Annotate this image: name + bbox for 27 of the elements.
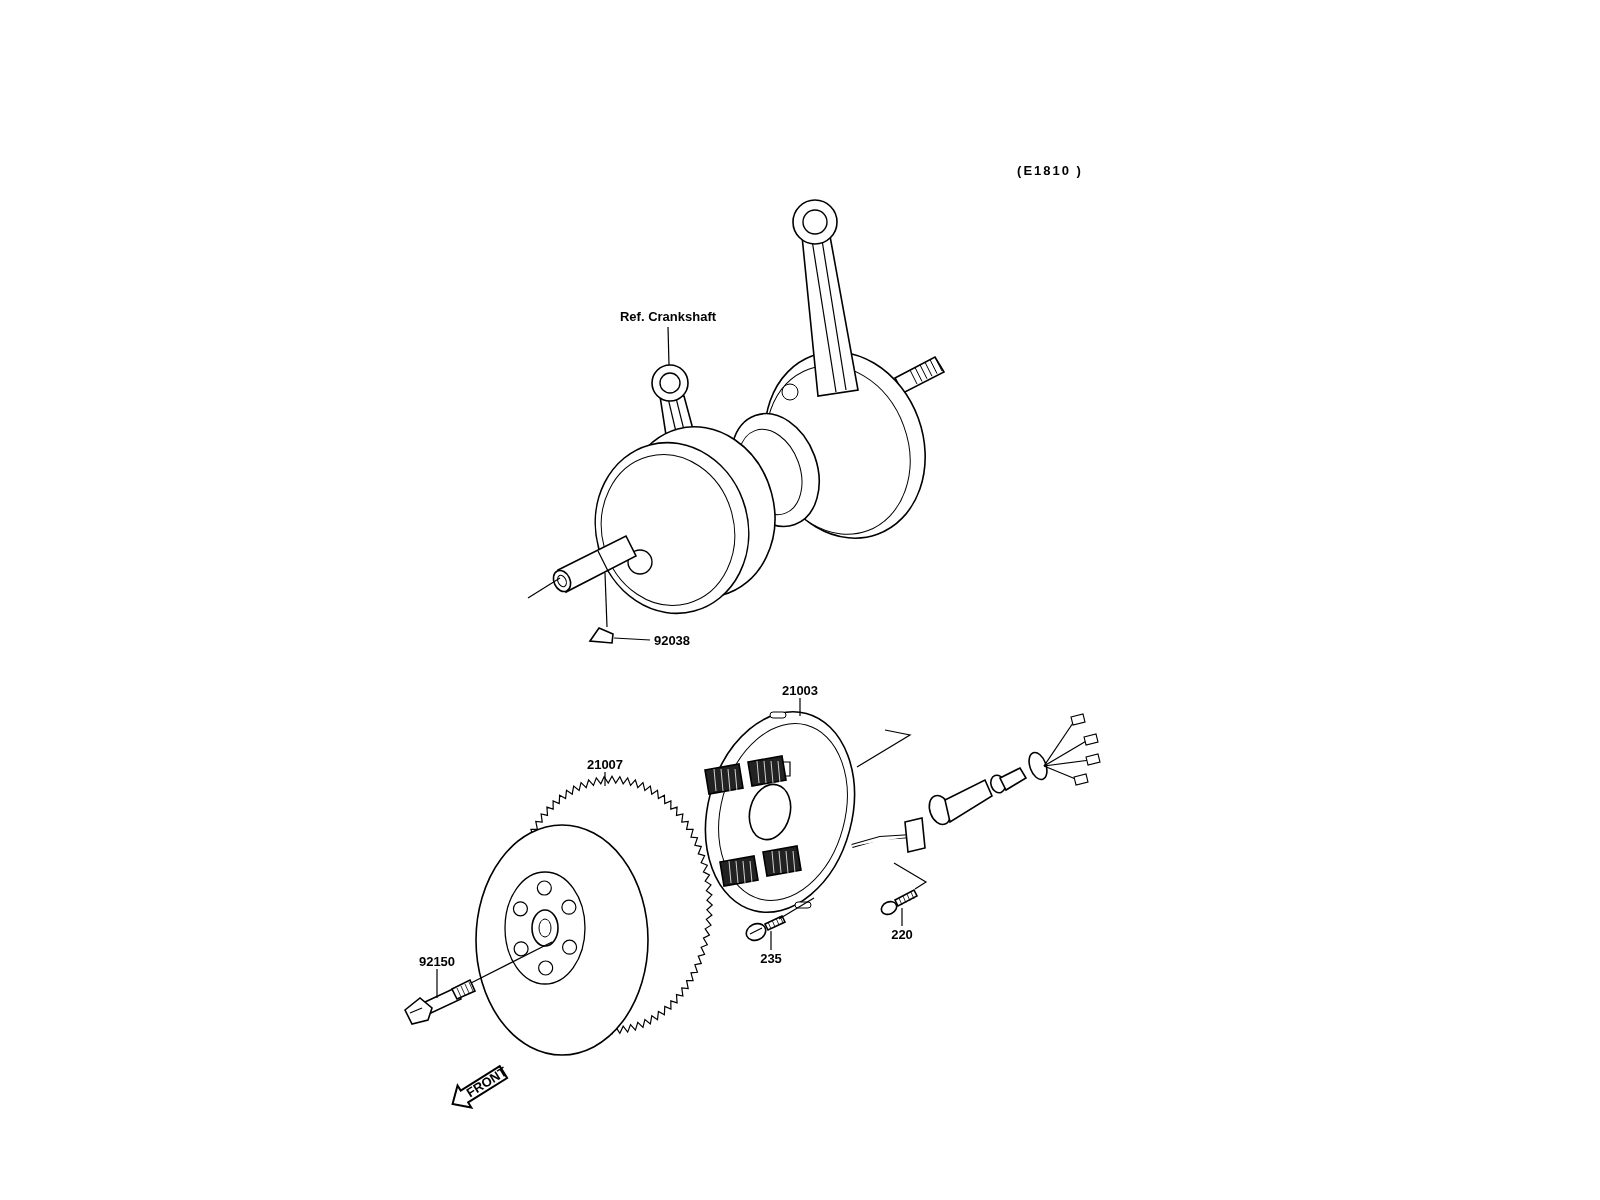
crankshaft-drawing <box>552 199 946 615</box>
part-number: 21003 <box>781 683 819 697</box>
diagram-code: (E1810 ) <box>1017 163 1083 177</box>
leader-line <box>667 326 670 366</box>
part-number: 92038 <box>653 633 691 647</box>
assembly-line <box>604 572 608 628</box>
leader-line <box>436 968 438 999</box>
assembly-line <box>893 862 928 890</box>
leader-line <box>613 637 651 641</box>
reference-label: Ref. Crankshaft <box>619 309 717 323</box>
assembly-line <box>856 729 912 768</box>
part-number: 92150 <box>418 954 456 968</box>
part-number: 235 <box>760 951 782 965</box>
bolt-drawing <box>404 978 477 1025</box>
screw-drawing <box>745 914 787 942</box>
part-number: 220 <box>891 927 913 941</box>
assembly-line <box>527 577 561 599</box>
assembly-line <box>470 941 553 984</box>
part-number: 21007 <box>586 757 624 771</box>
leader-line <box>799 697 801 717</box>
leader-line <box>604 771 606 787</box>
leader-line <box>901 907 903 927</box>
assembly-line <box>778 897 815 920</box>
stator-drawing <box>704 711 1101 913</box>
flywheel-drawing <box>475 775 714 1056</box>
leader-line <box>770 930 772 951</box>
woodruff-key-drawing <box>588 627 614 644</box>
